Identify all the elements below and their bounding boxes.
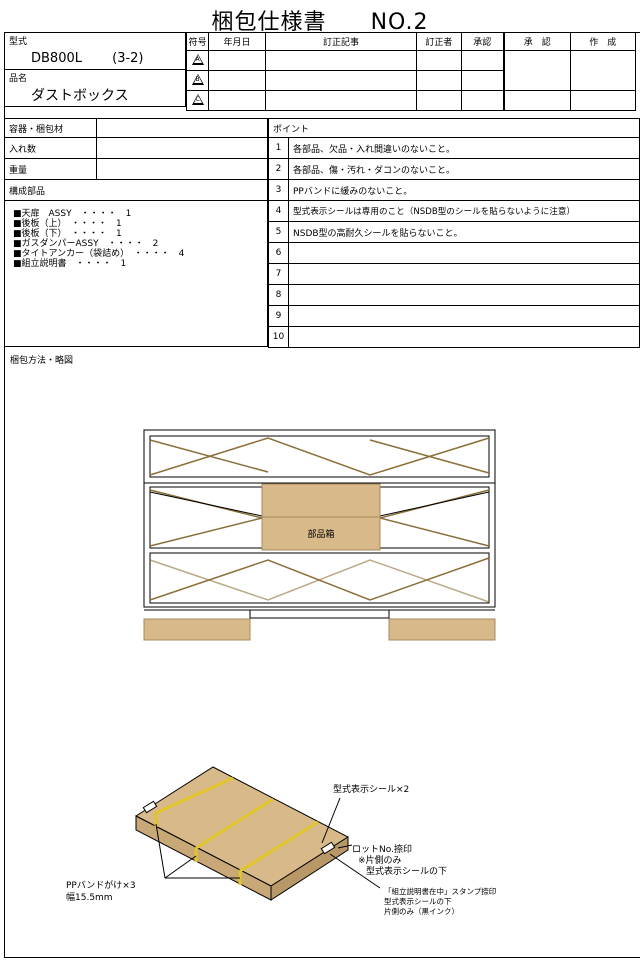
model-label: 型式 — [4, 32, 186, 48]
point-no: 7 — [268, 263, 289, 285]
lot-note-2: 型式表示シールの下 — [366, 867, 448, 877]
right-skid — [388, 618, 496, 641]
front-view-drawing: 部品箱 — [143, 429, 496, 641]
seal-annotation: 型式表示シール×2 — [333, 785, 410, 795]
band-annotation: PPバンドがけ×3 — [66, 881, 136, 891]
component-item: ■タイトアンカー（袋詰め） ・・・・ 4 — [13, 249, 185, 259]
stamp-annotation-2: 型式表示シールの下 — [384, 897, 452, 906]
col-content: 訂正記事 — [264, 32, 418, 51]
mark-a-icon: A — [191, 53, 204, 65]
stamp-annotation-3: 片側のみ（黒インク） — [384, 907, 459, 916]
specs-table: 容器・梱包材 入れ数 重量 構成部品 ■天扉 ASSY ・・・・ 1 ■後板（上… — [4, 118, 268, 347]
points-label: ポイント — [268, 118, 640, 138]
point-no: 10 — [268, 326, 289, 348]
model-value: DB800L — [31, 50, 82, 66]
lot-note-1: ※片側のみ — [358, 856, 402, 866]
top-panel-inner — [149, 435, 490, 478]
component-item: ■後板（上） ・・・・ 1 — [13, 219, 122, 229]
mark-a-cell: A — [185, 50, 210, 71]
revision-table: 符号 年月日 訂正記事 訂正者 承認 A B C — [185, 32, 505, 111]
body-outline — [143, 482, 496, 608]
point-text — [288, 242, 640, 264]
mark-b-cell: B — [185, 70, 210, 91]
container-label: 容器・梱包材 — [4, 118, 97, 138]
stamp-annotation-1: 「組立説明書在中」スタンプ捺印 — [384, 887, 497, 896]
col-date: 年月日 — [208, 32, 266, 51]
components-list: ■天扉 ASSY ・・・・ 1 ■後板（上） ・・・・ 1 ■後板（下） ・・・… — [13, 209, 263, 269]
lower-section — [149, 552, 490, 604]
approve-label: 承 認 — [504, 32, 571, 51]
model-suffix: (3-2) — [112, 50, 144, 66]
point-no: 3 — [268, 179, 289, 201]
point-text — [288, 305, 640, 327]
packed-box-drawing — [134, 766, 381, 901]
mark-c-cell: C — [185, 90, 210, 111]
point-no: 1 — [268, 137, 289, 159]
col-editor: 訂正者 — [416, 32, 462, 51]
weight-value — [96, 158, 268, 180]
model-value-cell: DB800L (3-2) — [4, 47, 186, 70]
document-title: 梱包仕様書 NO.2 — [0, 4, 640, 36]
point-text: 型式表示シールは専用のこと（NSDB型のシールを貼らないように注意） — [288, 200, 640, 222]
mark-c-icon: C — [191, 93, 204, 105]
parts-box-label: 部品箱 — [307, 528, 334, 540]
box-side — [270, 836, 349, 901]
title-text: 梱包仕様書 — [211, 10, 327, 35]
approval-table: 承 認 作 成 — [504, 32, 636, 111]
point-no: 8 — [268, 284, 289, 306]
quantity-label: 入れ数 — [4, 137, 97, 159]
point-text — [288, 326, 640, 348]
method-label: 梱包方法・略図 — [10, 356, 74, 366]
point-text — [288, 284, 640, 306]
approve-stamp-area — [504, 50, 571, 91]
point-text: 各部品、傷・汚れ・ダコンのないこと。 — [288, 158, 640, 180]
component-item: ■後板（下） ・・・・ 1 — [13, 229, 122, 239]
container-value — [96, 118, 268, 138]
components-label: 構成部品 — [4, 179, 268, 201]
weight-label: 重量 — [4, 158, 97, 180]
point-text: PPバンドに緩みのないこと。 — [288, 179, 640, 201]
product-label: 品名 — [4, 69, 186, 85]
component-item: ■組立説明書 ・・・・ 1 — [13, 259, 127, 269]
components-cell: ■天扉 ASSY ・・・・ 1 ■後板（上） ・・・・ 1 ■後板（下） ・・・… — [4, 200, 268, 347]
model-info-table: 型式 DB800L (3-2) 品名 ダストボックス — [4, 32, 186, 107]
col-mark: 符号 — [185, 32, 210, 51]
band-width-annotation: 幅15.5mm — [66, 893, 113, 903]
point-text: 各部品、欠品・入れ間違いのないこと。 — [288, 137, 640, 159]
lot-annotation: ロットNo.捺印 — [352, 845, 412, 855]
left-skid — [143, 618, 251, 641]
component-item: ■ガスダンパーASSY ・・・・ 2 — [13, 239, 159, 249]
create-label: 作 成 — [569, 32, 636, 51]
point-no: 5 — [268, 221, 289, 243]
point-text — [288, 263, 640, 285]
point-text: NSDB型の高耐久シールを貼らないこと。 — [288, 221, 640, 243]
seal-right — [320, 841, 336, 855]
point-no: 2 — [268, 158, 289, 180]
create-stamp-area — [569, 50, 636, 91]
mark-b-icon: B — [191, 73, 204, 85]
col-approval: 承認 — [460, 32, 505, 51]
point-no: 4 — [268, 200, 289, 222]
point-no: 9 — [268, 305, 289, 327]
quantity-value — [96, 137, 268, 159]
seal-left — [142, 800, 158, 814]
product-value: ダストボックス — [4, 84, 186, 107]
component-item: ■天扉 ASSY ・・・・ 1 — [13, 209, 132, 219]
point-no: 6 — [268, 242, 289, 264]
title-number: NO.2 — [370, 10, 429, 35]
